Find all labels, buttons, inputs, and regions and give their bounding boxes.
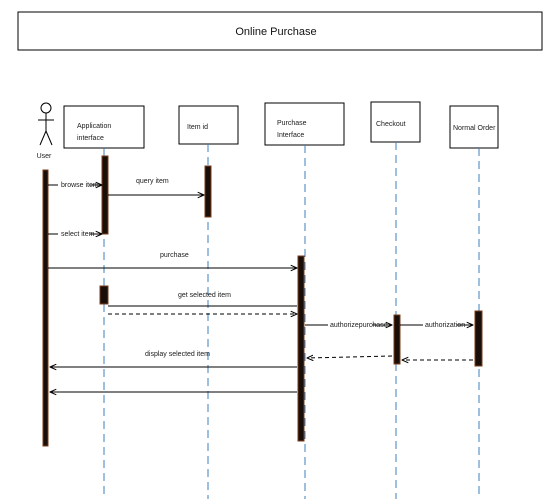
activation-app-1	[101, 155, 109, 235]
participant-label-line1: Checkout	[376, 121, 406, 128]
message-dashed-arrow	[307, 356, 393, 358]
participant-label-line1: Item id	[187, 124, 208, 131]
activation-app-2	[99, 285, 109, 305]
activation-user	[42, 169, 49, 447]
message-select-item: select item	[48, 231, 102, 238]
actor-user: User	[37, 102, 54, 160]
activation-purchase-interface	[297, 255, 305, 442]
participant-label-line2: interface	[77, 135, 104, 142]
diagram-title: Online Purchase	[235, 26, 316, 38]
message-label: select item	[61, 231, 95, 238]
participant-checkout: Checkout	[370, 101, 421, 143]
message-authorize-purchase: authorizepurchase	[305, 322, 392, 329]
participant-box	[370, 101, 421, 143]
title-box	[17, 11, 543, 51]
actor-left-leg	[39, 130, 47, 146]
message-label: authorizepurchase	[330, 322, 388, 329]
participant-app: Application interface	[63, 105, 145, 149]
message-query-item: query item	[108, 178, 204, 195]
message-label: browse item	[61, 182, 99, 189]
actor-label: User	[37, 153, 52, 160]
activation-normal-order	[474, 310, 483, 367]
actor-right-leg	[45, 130, 53, 146]
participant-purchase-interface: Purchase Interface	[264, 102, 345, 146]
participant-box	[178, 105, 239, 145]
activation-item-id	[204, 165, 212, 218]
message-authorization: authorization	[400, 322, 473, 329]
participant-box	[264, 102, 345, 146]
message-label: query item	[136, 178, 169, 185]
message-label: authorization	[425, 322, 465, 329]
activation-checkout	[393, 314, 401, 365]
participant-box	[63, 105, 145, 149]
message-get-selected-item: get selected item	[108, 292, 297, 307]
participant-label-line1: Purchase	[277, 120, 307, 127]
message-label: get selected item	[178, 292, 231, 299]
participant-label-line1: Normal Order	[453, 125, 496, 132]
message-label: display selected item	[145, 351, 210, 358]
actor-head	[40, 102, 52, 114]
message-display-selected-item: display selected item	[50, 351, 297, 367]
participant-label-line1: Application	[77, 123, 111, 130]
participant-label-line2: Interface	[277, 132, 304, 139]
message-label: purchase	[160, 252, 189, 259]
message-authorize-purchase-return	[307, 356, 393, 358]
participant-box	[449, 105, 499, 149]
title-banner: Online Purchase	[17, 11, 543, 51]
message-purchase: purchase	[48, 252, 297, 268]
participant-item-id: Item id	[178, 105, 239, 145]
message-browse-item: browse item	[48, 182, 102, 189]
participant-normal-order: Normal Order	[449, 105, 499, 149]
